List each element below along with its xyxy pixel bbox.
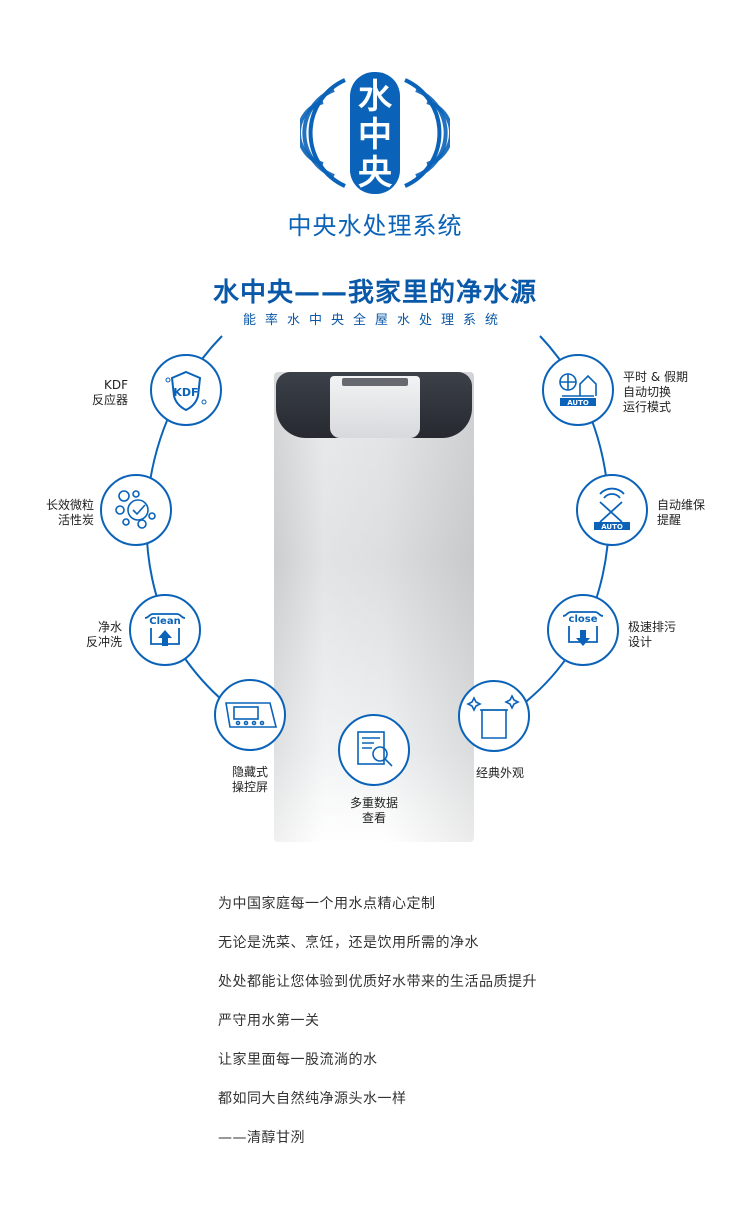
data-magnifier-icon <box>357 731 393 767</box>
carbon-feature <box>100 474 172 546</box>
kdf-feature: KDF <box>150 354 222 426</box>
brand-subtitle: 中央水处理系统 <box>287 212 463 240</box>
copy-line-6: 都如同大自然纯净源头水一样 <box>218 1091 407 1107</box>
svg-text:close: close <box>569 614 598 625</box>
logo-char-1: 水 <box>358 77 393 117</box>
hidden-panel-label: 隐藏式操控屏 <box>231 765 268 794</box>
maintenance-label: 自动维保提醒 <box>657 498 706 527</box>
sparkle-design-icon <box>466 694 520 739</box>
svg-text:AUTO: AUTO <box>567 399 589 407</box>
logo-char-3: 央 <box>358 153 393 193</box>
maintenance-feature: AUTO <box>576 474 648 546</box>
copy-line-3: 处处都能让您体验到优质好水带来的生活品质提升 <box>218 974 537 990</box>
backwash-feature: Clean <box>129 594 201 666</box>
design-label: 经典外观 <box>475 766 524 780</box>
hidden-panel-feature <box>214 679 286 751</box>
svg-text:Clean: Clean <box>149 616 180 627</box>
brand-logo: 水 中 央 <box>300 72 450 194</box>
close-drain-icon: close <box>562 611 604 646</box>
page-subheadline: 能率水中央全屋水处理系统 <box>242 313 507 328</box>
logo-char-2: 中 <box>358 115 392 155</box>
data-label: 多重数据查看 <box>349 796 398 825</box>
drain-label: 极速排污设计 <box>628 620 677 649</box>
copy-line-7: ——清醇甘洌 <box>218 1130 305 1146</box>
mode-label: 平时 & 假期自动切换运行模式 <box>623 370 688 414</box>
copy-line-4: 严守用水第一关 <box>218 1013 320 1029</box>
product-panel-label <box>342 378 408 386</box>
svg-text:KDF: KDF <box>173 386 198 399</box>
design-feature <box>458 680 530 752</box>
copy-line-5: 让家里面每一股流淌的水 <box>218 1052 378 1068</box>
backwash-label: 净水反冲洗 <box>85 620 122 649</box>
data-feature <box>338 714 410 786</box>
auto-maintenance-icon: AUTO <box>594 487 630 531</box>
page-headline: 水中央——我家里的净水源 <box>212 278 537 308</box>
drain-feature: close <box>547 594 619 666</box>
kdf-shield-icon: KDF <box>165 370 207 412</box>
copy-line-2: 无论是洗菜、烹饪，还是饮用所需的净水 <box>218 935 479 951</box>
mode-feature: AUTO <box>542 354 614 426</box>
carbon-particles-icon <box>115 490 156 529</box>
product-control-panel <box>330 376 420 438</box>
svg-text:AUTO: AUTO <box>601 523 623 531</box>
copy-line-1: 为中国家庭每一个用水点精心定制 <box>218 896 436 912</box>
clean-backwash-icon: Clean <box>144 613 186 646</box>
carbon-label: 长效微粒活性炭 <box>45 498 94 527</box>
hidden-control-panel-icon <box>225 702 278 728</box>
auto-holiday-mode-icon: AUTO <box>559 373 597 407</box>
